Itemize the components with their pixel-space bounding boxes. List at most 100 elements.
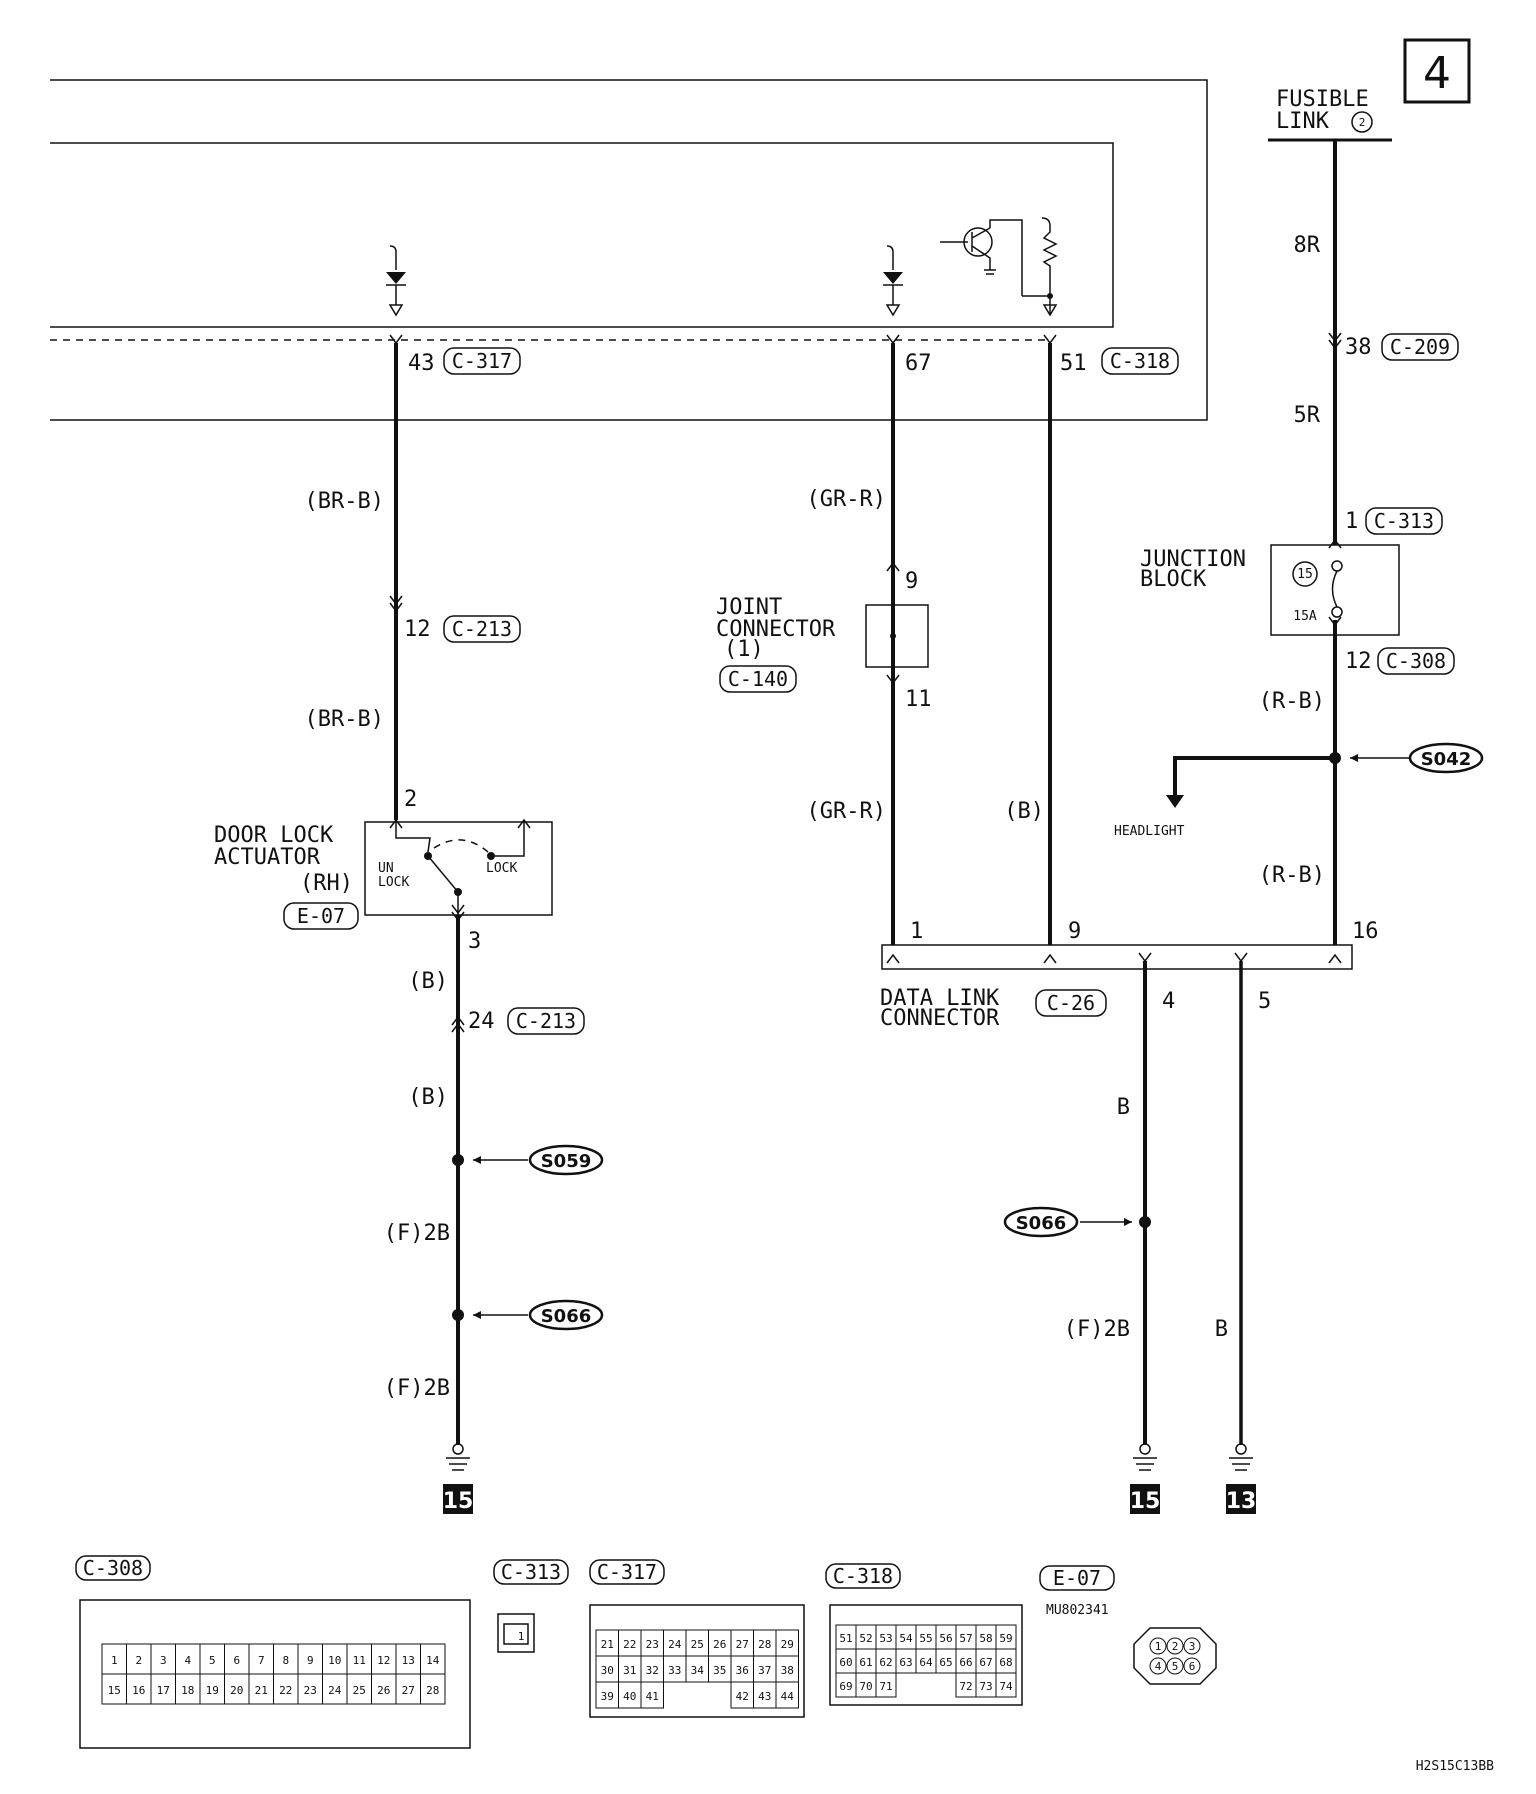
svg-text:C-308: C-308: [83, 1556, 143, 1580]
pin-number: 25: [691, 1638, 704, 1651]
pin-number: 60: [839, 1656, 852, 1669]
wire-label-b-4: B: [1117, 1095, 1130, 1120]
svg-text:E-07: E-07: [1053, 1566, 1101, 1590]
pin-number: 32: [646, 1664, 659, 1677]
diode-symbol-67: [883, 245, 903, 317]
pin-number: 52: [859, 1632, 872, 1645]
pin-number: 11: [353, 1654, 366, 1667]
pin-number: 18: [181, 1684, 194, 1697]
ground-symbol-right: [1226, 1443, 1256, 1514]
pin-number: 61: [859, 1656, 872, 1669]
pin-number: 74: [999, 1680, 1013, 1693]
page-number: 4: [1423, 48, 1451, 99]
ground-15-left: 15: [443, 1489, 474, 1514]
pin-number: 28: [426, 1684, 439, 1697]
pin-number: 16: [132, 1684, 145, 1697]
pin-dl-1: 1: [910, 919, 923, 944]
c308-label: C-308: [75, 1555, 151, 1581]
pin-number: 26: [377, 1684, 390, 1697]
page-number-box: [1403, 38, 1471, 104]
pin-number: 66: [959, 1656, 972, 1669]
joint-connector-label-2: CONNECTOR: [716, 617, 836, 642]
wire-label-f2b-2: (F)2B: [384, 1376, 450, 1401]
pin-number: 22: [623, 1638, 636, 1651]
wire-label-r-b-1: (R-B): [1259, 689, 1325, 714]
pin-number: 21: [255, 1684, 268, 1697]
connector-c318: C-318: [1101, 347, 1179, 375]
pin-number: 27: [402, 1684, 415, 1697]
ground-symbol-mid: [1130, 1443, 1160, 1514]
wire-label-f2b-3: (F)2B: [1064, 1317, 1130, 1342]
c318-face: [829, 1604, 1023, 1706]
pin-number: 38: [781, 1664, 794, 1677]
pin-number: 69: [839, 1680, 852, 1693]
wire-label-br-b-2: (BR-B): [305, 707, 384, 732]
pin-cell: [775, 1681, 799, 1709]
fusible-link-label: FUSIBLE: [1276, 87, 1369, 112]
svg-text:C-308: C-308: [1386, 649, 1446, 673]
pin-number: 64: [919, 1656, 933, 1669]
pin-number: 19: [206, 1684, 219, 1697]
wire-label-gr-r-1: (GR-R): [807, 487, 886, 512]
transistor-symbol: [940, 219, 1023, 296]
pin-number: 37: [758, 1664, 771, 1677]
pin-number: 9: [307, 1654, 314, 1667]
junction-block-label: JUNCTION: [1140, 547, 1246, 572]
pin-number: 7: [258, 1654, 265, 1667]
pin-number: 41: [646, 1690, 659, 1703]
data-link-connector-box: [881, 944, 1353, 970]
splice-s066-right: S066: [1016, 1213, 1067, 1234]
ecu-inner-box: [50, 142, 1114, 328]
pin-number: 55: [919, 1632, 932, 1645]
unlock-label-2: LOCK: [378, 875, 409, 890]
pin-number: 24: [668, 1638, 682, 1651]
c308-face: [79, 1599, 471, 1749]
pin-number: 34: [691, 1664, 705, 1677]
pin-number: 15: [108, 1684, 121, 1697]
connector-c26: C-26: [1035, 989, 1107, 1017]
e07-pin-circle: [1166, 1637, 1184, 1655]
svg-text:C-313: C-313: [501, 1560, 561, 1584]
e07-pin-circle: [1183, 1637, 1201, 1655]
pin-43: 43: [408, 351, 435, 376]
c317-label: C-317: [589, 1559, 665, 1585]
pin-number: 63: [899, 1656, 912, 1669]
junction-block-box: [1270, 544, 1400, 636]
e07-pin-circle: [1183, 1657, 1201, 1675]
pin-number: 44: [781, 1690, 795, 1703]
pin-number: 12: [377, 1654, 390, 1667]
pin-cell: [995, 1672, 1017, 1698]
svg-text:C-318: C-318: [833, 1564, 893, 1588]
pin-number: 14: [426, 1654, 440, 1667]
pin-dl-4: 4: [1162, 989, 1175, 1014]
joint-connector-box: [865, 604, 929, 668]
pin-cell: [875, 1672, 897, 1698]
pin-number: 25: [353, 1684, 366, 1697]
ground-symbol-left: [443, 1443, 473, 1514]
wire-label-r-b-2: (R-B): [1259, 863, 1325, 888]
pin-number: 57: [959, 1632, 972, 1645]
pin-dl-5: 5: [1258, 989, 1271, 1014]
pin-51: 51: [1060, 351, 1087, 376]
ground-15-mid: 15: [1130, 1489, 1161, 1514]
pin-number: 71: [879, 1680, 892, 1693]
wire-label-b-2: (B): [408, 969, 448, 994]
connector-e07: E-07: [283, 902, 359, 930]
pin-number: 51: [839, 1632, 852, 1645]
splice-s042: S042: [1421, 749, 1472, 770]
c313-label: C-313: [493, 1559, 569, 1585]
pin-number: 1: [111, 1654, 118, 1667]
pin-11-jc: 11: [905, 687, 932, 712]
figure-code: H2S15C13BB: [1416, 1759, 1494, 1774]
connector-c213-a: C-213: [443, 615, 521, 643]
pin-number: 21: [601, 1638, 614, 1651]
pin-number: 43: [758, 1690, 771, 1703]
door-lock-label-3: (RH): [300, 871, 353, 896]
pin-number: 36: [736, 1664, 749, 1677]
svg-text:E-07: E-07: [297, 904, 345, 928]
fusible-link-number: 2: [1359, 116, 1366, 129]
pin-number: 33: [668, 1664, 681, 1677]
svg-text:C-26: C-26: [1047, 991, 1095, 1015]
pin-number: 58: [979, 1632, 992, 1645]
